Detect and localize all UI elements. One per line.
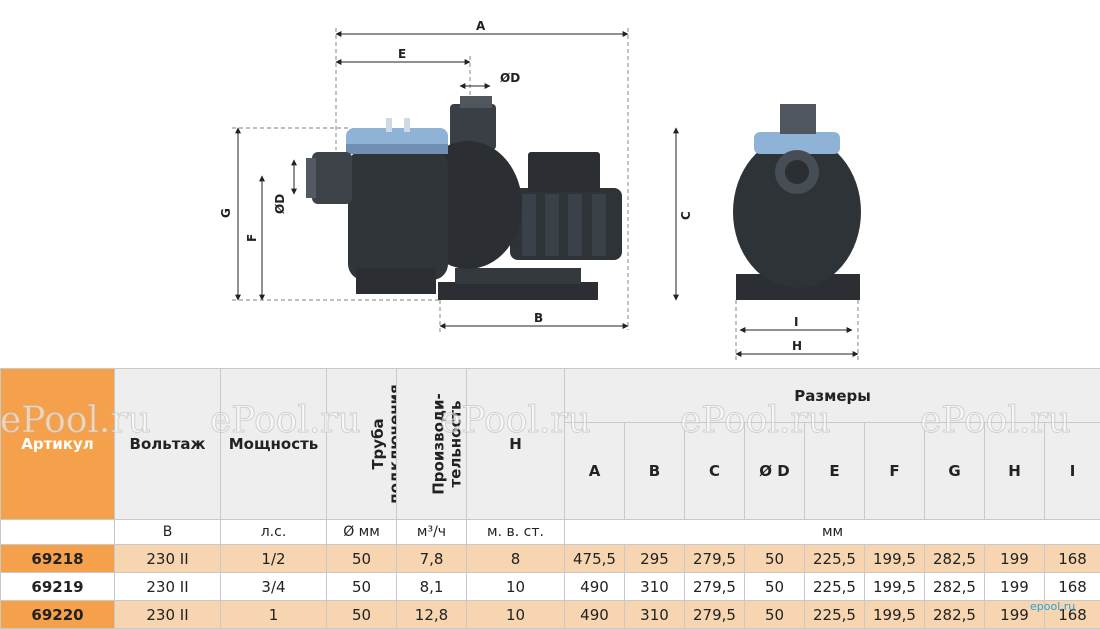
col-article: Артикул: [1, 369, 115, 520]
cell-head: 8: [467, 545, 565, 573]
cell-B: 310: [625, 573, 685, 601]
label-E: E: [398, 47, 406, 61]
cell-A: 490: [565, 573, 625, 601]
label-B: B: [534, 311, 543, 325]
cell-E: 225,5: [805, 573, 865, 601]
cell-flow: 12,8: [397, 601, 467, 629]
dim-col-B: B: [625, 423, 685, 520]
cell-H: 199: [985, 545, 1045, 573]
unit-flow: м³/ч: [397, 520, 467, 545]
label-F: F: [245, 234, 259, 242]
cell-article: 69218: [1, 545, 115, 573]
label-I: I: [794, 315, 798, 329]
units-row: В л.с. Ø мм м³/ч м. в. ст. мм: [1, 520, 1100, 545]
cell-head: 10: [467, 601, 565, 629]
pipe-line2: подключения: [386, 384, 397, 504]
cell-A: 490: [565, 601, 625, 629]
label-G: G: [219, 208, 233, 218]
label-H: H: [792, 339, 802, 353]
cell-F: 199,5: [865, 545, 925, 573]
cell-G: 282,5: [925, 545, 985, 573]
cell-H: 199: [985, 573, 1045, 601]
cell-article: 69220: [1, 601, 115, 629]
cell-D: 50: [745, 573, 805, 601]
cell-voltage: 230 II: [115, 573, 221, 601]
cell-E: 225,5: [805, 601, 865, 629]
unit-voltage: В: [115, 520, 221, 545]
flow-line1: Производи-: [430, 393, 448, 494]
site-logo: epool.ru: [1030, 600, 1075, 613]
dim-col-A: A: [565, 423, 625, 520]
cell-D: 50: [745, 601, 805, 629]
cell-power: 1/2: [221, 545, 327, 573]
table-row: 69218 230 II 1/2 50 7,8 8 475,5 295 279,…: [1, 545, 1100, 573]
pump-side-view: [306, 96, 622, 300]
unit-pipe: Ø мм: [327, 520, 397, 545]
cell-E: 225,5: [805, 545, 865, 573]
table-row: 69219 230 II 3/4 50 8,1 10 490 310 279,5…: [1, 573, 1100, 601]
cell-C: 279,5: [685, 545, 745, 573]
cell-pipe: 50: [327, 601, 397, 629]
cell-power: 1: [221, 601, 327, 629]
col-voltage: Вольтаж: [115, 369, 221, 520]
dim-col-H: H: [985, 423, 1045, 520]
col-head: H: [467, 369, 565, 520]
cell-F: 199,5: [865, 601, 925, 629]
cell-I: 168: [1045, 573, 1100, 601]
table-row: 69220 230 II 1 50 12,8 10 490 310 279,5 …: [1, 601, 1100, 629]
cell-article: 69219: [1, 573, 115, 601]
unit-article: [1, 520, 115, 545]
pipe-line1: Труба: [369, 418, 387, 469]
dim-col-D: Ø D: [745, 423, 805, 520]
dim-col-I: I: [1045, 423, 1100, 520]
cell-pipe: 50: [327, 545, 397, 573]
unit-power: л.с.: [221, 520, 327, 545]
cell-I: 168: [1045, 545, 1100, 573]
cell-B: 310: [625, 601, 685, 629]
col-flow: Производи-тельность: [397, 369, 467, 520]
cell-voltage: 230 II: [115, 545, 221, 573]
cell-C: 279,5: [685, 573, 745, 601]
unit-head: м. в. ст.: [467, 520, 565, 545]
cell-F: 199,5: [865, 573, 925, 601]
cell-voltage: 230 II: [115, 601, 221, 629]
col-dimensions: Размеры: [565, 369, 1100, 423]
cell-A: 475,5: [565, 545, 625, 573]
cell-G: 282,5: [925, 601, 985, 629]
flow-line2: тельность: [447, 400, 465, 487]
cell-G: 282,5: [925, 573, 985, 601]
col-power: Мощность: [221, 369, 327, 520]
dim-col-C: C: [685, 423, 745, 520]
cell-power: 3/4: [221, 573, 327, 601]
cell-flow: 8,1: [397, 573, 467, 601]
cell-pipe: 50: [327, 573, 397, 601]
label-OD-top: ØD: [500, 71, 520, 85]
label-C: C: [679, 211, 693, 220]
label-OD-left: ØD: [273, 194, 287, 214]
dim-col-G: G: [925, 423, 985, 520]
unit-dims: мм: [565, 520, 1100, 545]
cell-flow: 7,8: [397, 545, 467, 573]
dim-col-E: E: [805, 423, 865, 520]
cell-D: 50: [745, 545, 805, 573]
pump-front-view: [733, 104, 861, 300]
cell-C: 279,5: [685, 601, 745, 629]
label-A: A: [476, 19, 486, 33]
cell-B: 295: [625, 545, 685, 573]
pump-drawing: A E ØD ØD G F C B I H: [0, 0, 1100, 368]
dim-col-F: F: [865, 423, 925, 520]
cell-head: 10: [467, 573, 565, 601]
